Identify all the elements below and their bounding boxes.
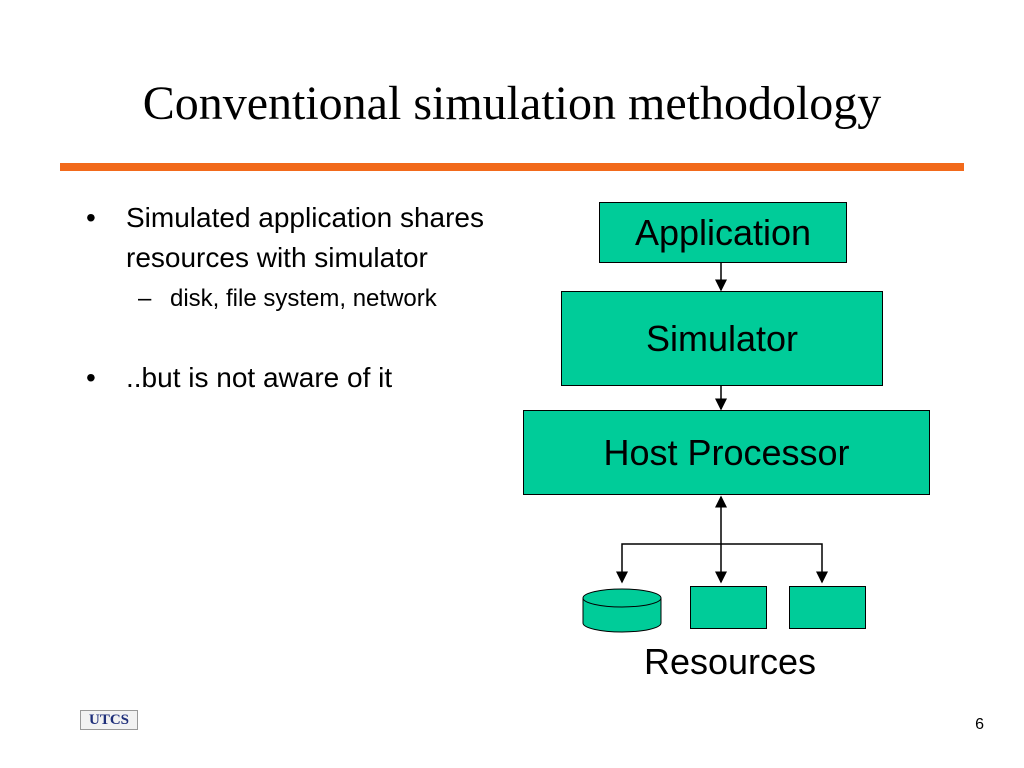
sub-bullet-marker: – [138, 285, 152, 312]
bullet-text-2: ..but is not aware of it [126, 362, 393, 393]
bullet-marker: • [86, 362, 96, 393]
sub-bullet-item-1: – disk, file system, network [82, 282, 512, 316]
host-processor-label: Host Processor [603, 431, 850, 473]
utcs-logo: UTCS [80, 710, 138, 730]
bullet-list: • Simulated application shares resources… [82, 198, 512, 398]
connector-right-branch [721, 543, 828, 584]
resource-box-2 [789, 586, 866, 629]
title-divider [60, 163, 964, 171]
simulator-label: Simulator [645, 317, 799, 359]
bullet-item-2: • ..but is not aware of it [82, 358, 512, 398]
bullet-text-1: Simulated application shares resources w… [126, 202, 484, 273]
bullet-marker: • [86, 202, 96, 233]
bullet-item-1: • Simulated application shares resources… [82, 198, 512, 278]
resource-box-1 [690, 586, 767, 629]
disk-cylinder-icon [582, 588, 662, 633]
connector-left-branch [616, 543, 721, 584]
simulator-box: Simulator [561, 291, 883, 386]
resources-label: Resources [643, 641, 817, 682]
application-label: Application [634, 211, 812, 253]
sub-bullet-text-1: disk, file system, network [170, 285, 437, 312]
application-box: Application [599, 202, 847, 263]
host-processor-box: Host Processor [523, 410, 930, 495]
page-number: 6 [975, 716, 984, 733]
slide-title: Conventional simulation methodology [142, 77, 882, 130]
